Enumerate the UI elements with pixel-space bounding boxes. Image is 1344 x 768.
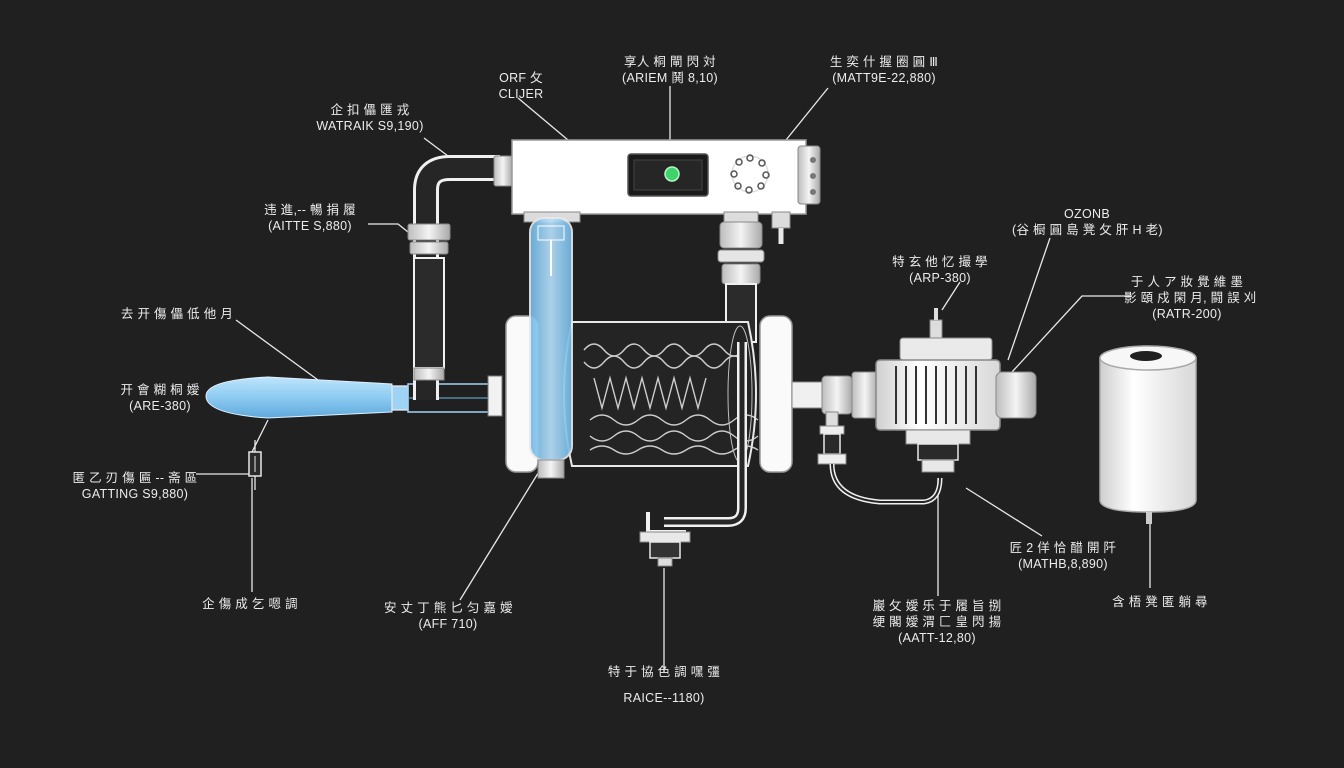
reaction-chamber xyxy=(505,217,793,479)
label-aff: 安 丈 丁 熊 匕 匀 嘉 嬡(AFF 710) xyxy=(384,601,513,631)
chamber-coil-icon xyxy=(583,343,759,455)
label-left-mid: 去 开 傷 儡 低 他 月 xyxy=(120,307,234,321)
label-aatt: 巖 攵 嬡 乐 于 履 旨 捌绠 閣 嬡 渭 匚 皇 閃 揚(AATT-12,8… xyxy=(872,599,1002,645)
leader-lines xyxy=(196,86,1151,672)
label-bottom-left: 企 傷 成 乞 嗯 調 xyxy=(202,597,298,611)
drain-pipe xyxy=(639,342,747,567)
sensor-probe-icon xyxy=(248,440,262,490)
label-ozone: OZONB(谷 橱 圓 島 凳 攵 肝 H 老) xyxy=(1012,207,1163,237)
label-attte: 违 進,-- 暢 捐 履(AITTE S,880) xyxy=(264,203,356,233)
left-riser-pipe xyxy=(407,155,513,400)
label-arp: 特 玄 他 忆 撮 學(ARP-380) xyxy=(892,255,988,285)
label-bottom-right: 含 梧 凳 匿 躺 尋 xyxy=(1112,595,1208,609)
power-indicator-icon xyxy=(664,166,680,182)
label-mathb: 匠 2 佯 恰 醋 開 阡(MATHB,8,890) xyxy=(1009,541,1117,571)
control-dial-icon xyxy=(730,154,770,194)
main-control-unit xyxy=(511,139,821,244)
inlet-water-pipe xyxy=(205,375,503,419)
label-top-center: 享人 桐 閘 閃 対(ARIEM 鬨 8,10) xyxy=(622,55,718,85)
label-ratr: 于 人 ア 妝 覺 維 墨影 頤 戍 閑 月, 闘 誤 刈(RATR-200) xyxy=(1124,275,1257,321)
storage-tank xyxy=(1099,345,1197,524)
ozone-feed-pipe xyxy=(791,375,943,505)
label-are: 开 會 糊 桐 嬡(ARE-380) xyxy=(120,383,200,413)
ozone-generator xyxy=(851,308,1037,473)
label-top-right: 生 奕 什 握 圈 圓 Ⅲ(MATT9E-22,880) xyxy=(829,55,939,85)
